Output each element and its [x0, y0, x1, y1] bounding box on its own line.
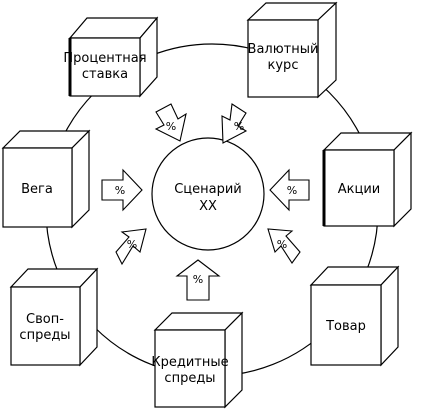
- box-credit-spreads: Кредитные спреды: [151, 311, 244, 409]
- box-vega-label: Вега: [21, 182, 53, 197]
- box-credit-spreads-line1: Кредитные: [151, 355, 228, 370]
- box-fx-rate-line1: Валютный: [248, 42, 319, 57]
- arrow-credit-spreads-pct: %: [193, 273, 203, 286]
- arrow-swap-spreads-pct: %: [127, 238, 137, 251]
- arrow-fx-rate-pct: %: [234, 120, 244, 133]
- arrow-equities: %: [269, 168, 310, 212]
- arrow-vega-pct: %: [115, 184, 125, 197]
- box-equities-label: Акции: [338, 182, 381, 197]
- box-swap-spreads-line1: Своп-: [26, 312, 64, 327]
- arrow-vega: %: [101, 168, 143, 212]
- arrow-commodity: %: [267, 228, 301, 264]
- center-label-line1: Сценарий: [174, 182, 242, 197]
- box-interest-rate: Процентная ставка: [63, 16, 159, 98]
- box-swap-spreads: Своп- спреды: [9, 267, 99, 367]
- arrow-interest-rate-pct: %: [166, 120, 176, 133]
- arrow-interest-rate: %: [154, 103, 187, 142]
- box-commodity-label: Товар: [325, 319, 366, 334]
- arrow-fx-rate: %: [221, 103, 248, 144]
- box-interest-rate-line2: ставка: [82, 67, 128, 82]
- center-circle: [151, 137, 265, 251]
- arrow-credit-spreads: %: [175, 259, 221, 301]
- center-label-line2: XX: [199, 199, 217, 214]
- arrow-swap-spreads: %: [115, 228, 147, 266]
- box-interest-rate-line1: Процентная: [63, 51, 146, 66]
- box-swap-spreads-line2: спреды: [19, 328, 70, 343]
- arrow-commodity-pct: %: [277, 238, 287, 251]
- box-vega: Вега: [1, 129, 91, 229]
- box-fx-rate: Валютный курс: [246, 1, 338, 99]
- box-credit-spreads-line2: спреды: [164, 371, 215, 386]
- box-equities: Акции: [322, 131, 413, 228]
- box-commodity: Товар: [309, 265, 400, 367]
- arrow-equities-pct: %: [287, 184, 297, 197]
- box-fx-rate-line2: курс: [268, 58, 299, 73]
